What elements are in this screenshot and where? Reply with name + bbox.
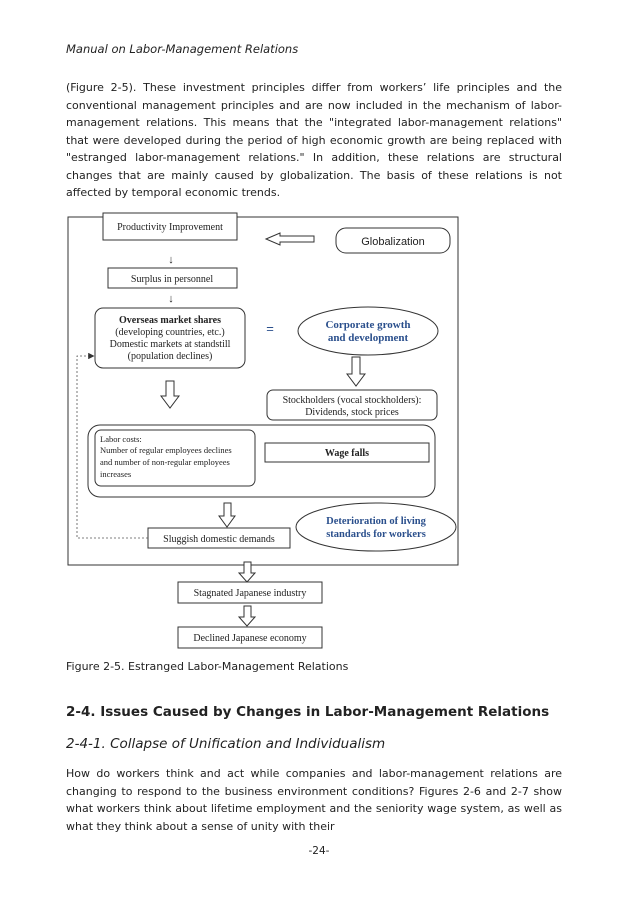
running-header: Manual on Labor-Management Relations — [66, 42, 299, 56]
globalization-box — [335, 227, 451, 254]
labor-line-1: Labor costs: — [100, 434, 142, 444]
labor-management-diagram: Productivity Improvement Globalization ↓… — [67, 212, 459, 649]
arrow-down-1: ↓ — [168, 254, 174, 266]
wage-falls-label: Wage falls — [325, 448, 369, 459]
hollow-arrow-down-corporate — [346, 356, 366, 387]
hollow-arrow-down-sluggish — [218, 502, 236, 528]
stockholders-line-1: Stockholders (vocal stockholders): — [283, 395, 422, 406]
arrow-down-2: ↓ — [168, 293, 174, 305]
dotted-feedback-line — [76, 352, 148, 539]
hollow-arrow-down-overseas — [160, 380, 180, 409]
labor-line-3: and number of non-regular employees — [100, 457, 230, 467]
deterioration-line-2: standards for workers — [326, 529, 426, 540]
labor-line-2: Number of regular employees declines — [100, 445, 232, 455]
productivity-label: Productivity Improvement — [117, 222, 223, 233]
wage-falls-box — [264, 442, 430, 463]
hollow-arrow-left — [264, 232, 315, 246]
stockholders-line-2: Dividends, stock prices — [305, 407, 399, 418]
equals-sign: = — [266, 321, 274, 336]
overseas-line-4: (population declines) — [128, 351, 213, 362]
corporate-ellipse — [297, 306, 439, 356]
corporate-line-1: Corporate growth — [325, 319, 410, 331]
surplus-label: Surplus in personnel — [131, 274, 213, 285]
deterioration-line-1: Deterioration of living — [326, 516, 426, 527]
deterioration-ellipse — [295, 502, 457, 552]
declined-box — [177, 626, 323, 649]
sluggish-label: Sluggish domestic demands — [163, 534, 275, 545]
overseas-line-1: Overseas market shares — [119, 315, 221, 326]
hollow-arrow-down-stagnated — [237, 561, 257, 583]
stagnated-label: Stagnated Japanese industry — [194, 588, 307, 599]
subsection-heading: 2-4-1. Collapse of Unification and Indiv… — [66, 736, 386, 752]
declined-label: Declined Japanese economy — [193, 633, 306, 644]
hollow-arrow-down-declined — [237, 605, 257, 627]
page-number: -24- — [308, 845, 330, 857]
corporate-line-2: and development — [328, 332, 409, 344]
body-paragraph: How do workers think and act while compa… — [66, 767, 562, 833]
overseas-box — [94, 307, 246, 369]
surplus-box — [107, 267, 238, 289]
stagnated-box — [177, 581, 323, 604]
stockholders-box — [266, 389, 438, 421]
outer-frame — [67, 216, 459, 566]
overseas-line-3: Domestic markets at standstill — [110, 339, 231, 350]
globalization-label: Globalization — [361, 236, 425, 248]
intro-paragraph: (Figure 2-5). These investment principle… — [66, 81, 562, 199]
labor-line-4: increases — [100, 469, 131, 479]
labor-box — [94, 429, 256, 487]
productivity-box — [102, 212, 238, 241]
figure-caption: Figure 2-5. Estranged Labor-Management R… — [66, 660, 349, 673]
section-heading: 2-4. Issues Caused by Changes in Labor-M… — [66, 704, 550, 720]
overseas-line-2: (developing countries, etc.) — [115, 327, 224, 338]
